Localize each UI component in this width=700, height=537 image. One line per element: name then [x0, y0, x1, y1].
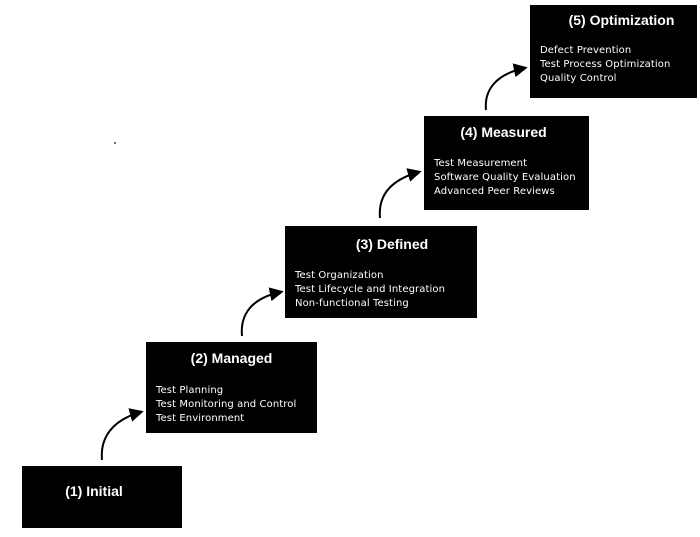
- level-items-managed: Test Planning Test Monitoring and Contro…: [156, 384, 296, 426]
- level-item: Test Process Optimization: [540, 59, 671, 70]
- level-item: Test Environment: [156, 413, 245, 424]
- arrow-level-4-to-5: [484, 63, 528, 111]
- level-title-initial: (1) Initial: [65, 483, 123, 499]
- level-item: Test Measurement: [434, 158, 528, 169]
- level-item: Test Planning: [156, 385, 224, 396]
- level-title-measured: (4) Measured: [460, 124, 547, 140]
- level-items-measured: Test Measurement Software Quality Evalua…: [434, 157, 576, 199]
- level-item: Test Organization: [295, 270, 384, 281]
- level-box-optimization: (5) Optimization Defect Prevention Test …: [530, 5, 697, 98]
- level-items-defined: Test Organization Test Lifecycle and Int…: [295, 269, 445, 311]
- level-item: Non-functional Testing: [295, 298, 409, 309]
- level-item: Quality Control: [540, 73, 617, 84]
- level-items-optimization: Defect Prevention Test Process Optimizat…: [540, 44, 670, 86]
- level-item: Defect Prevention: [540, 45, 632, 56]
- level-item: Software Quality Evaluation: [434, 172, 576, 183]
- stray-dot: [114, 142, 116, 144]
- level-box-initial: (1) Initial: [22, 466, 182, 528]
- level-title-defined: (3) Defined: [355, 236, 429, 252]
- level-box-defined: (3) Defined Test Organization Test Lifec…: [285, 226, 477, 318]
- level-item: Test Lifecycle and Integration: [295, 284, 446, 295]
- level-title-managed: (2) Managed: [190, 350, 273, 366]
- level-box-measured: (4) Measured Test Measurement Software Q…: [424, 116, 589, 210]
- level-box-managed: (2) Managed Test Planning Test Monitorin…: [146, 342, 317, 433]
- level-item: Advanced Peer Reviews: [434, 186, 555, 197]
- level-title-optimization: (5) Optimization: [568, 12, 675, 28]
- level-item: Test Monitoring and Control: [156, 399, 297, 410]
- arrow-level-3-to-4: [378, 168, 422, 219]
- arrow-level-2-to-3: [240, 287, 284, 337]
- arrow-level-1-to-2: [100, 408, 144, 461]
